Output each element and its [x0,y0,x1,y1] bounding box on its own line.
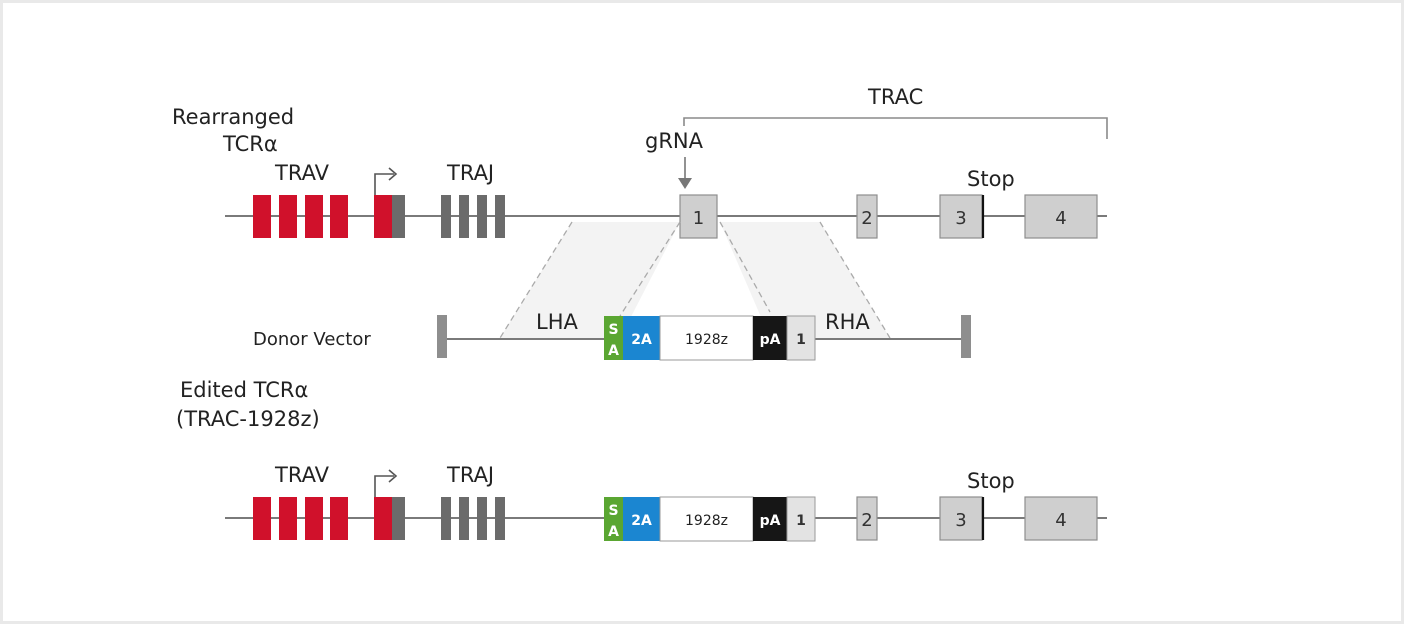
splice-acceptor [604,316,623,360]
edited-traj-label: TRAJ [446,463,494,487]
traj-segment [477,195,487,238]
rearranged-trac-exon-2: 2 [856,194,878,239]
trav-segment [330,497,348,540]
donor-cassette: S A 2A 1928z pA 1 [604,315,816,361]
traj-segment [441,195,451,238]
traj-segment [441,497,451,540]
sa-label-bottom: A [608,343,619,359]
rearranged-traj-label: TRAJ [446,161,494,185]
lha-projection [500,222,680,338]
edited-traj-segments [441,497,505,540]
edited-row: Edited TCRα (TRAC-1928z) TRAV TRAJ S A [176,378,1107,542]
rearranged-trac-exon-1: 1 [679,194,718,239]
donor-vector-title: Donor Vector [253,329,371,350]
rearranged-title-line1: Rearranged [172,105,294,129]
edited-exon1-remnant [786,496,816,542]
rearranged-stop-label: Stop [967,167,1015,191]
car-1928z-element [659,496,754,542]
edited-title-line1: Edited TCRα [180,378,308,402]
exon-number: 3 [955,510,966,531]
traj-segment [495,497,505,540]
edited-trav-segments [253,497,405,540]
traj-segment [459,195,469,238]
donor-left-end-cap [437,315,447,358]
exon-number: 3 [955,208,966,229]
rearranged-title-line2: TCRα [222,132,278,156]
rearranged-row: Rearranged TCRα TRAV TRAJ TRAC gRNA [172,85,1108,239]
p2a-element [623,497,660,541]
splice-acceptor [604,497,623,541]
rearranged-traj-segments [441,195,505,238]
donor-exon1-remnant [786,315,816,361]
trav-segment [253,195,271,238]
polya-element [753,497,787,541]
trav-segment [279,497,297,540]
trac-bracket [683,117,1108,139]
rearranged-trac-exon-4: 4 [1024,194,1098,239]
promoter-arrow-icon [374,167,398,195]
trav-segment [305,195,323,238]
p2a-label: 2A [631,513,652,529]
exon-number: 1 [693,208,704,229]
donor-exon1-label: 1 [796,332,806,348]
edited-exon1-label: 1 [796,513,806,529]
grna-arrow-icon [678,157,692,189]
edited-trac-exon-4: 4 [1024,496,1098,541]
exon-number: 4 [1055,510,1066,531]
polya-label: pA [760,513,781,529]
edited-vj-trav [374,497,392,540]
edited-stop-label: Stop [967,469,1015,493]
lha-label: LHA [536,310,578,334]
rearranged-vj-trav [374,195,392,238]
trac-label: TRAC [867,85,923,109]
grna-label: gRNA [645,129,704,153]
traj-segment [477,497,487,540]
car-1928z-element [659,315,754,361]
traj-segment [495,195,505,238]
rearranged-trav-segments [253,195,405,238]
polya-element [753,316,787,360]
sa-label-top: S [608,503,618,519]
edited-trac-exon-3: 3 [939,496,983,541]
sa-label-bottom: A [608,524,619,540]
trav-segment [330,195,348,238]
edited-trav-label: TRAV [274,463,330,487]
rha-label: RHA [825,310,870,334]
polya-label: pA [760,332,781,348]
rearranged-vj-traj [392,195,405,238]
p2a-element [623,316,660,360]
donor-right-end-cap [961,315,971,358]
exon-number: 4 [1055,208,1066,229]
donor-row: Donor Vector LHA RHA S A 2A 1928z pA 1 [253,310,971,361]
trav-segment [253,497,271,540]
exon-number: 2 [861,208,872,229]
rearranged-trac-exon-3: 3 [939,194,983,239]
trav-segment [305,497,323,540]
rearranged-trav-label: TRAV [274,161,330,185]
edited-trac-exon-2: 2 [856,496,878,541]
homology-arm-projections [499,221,891,339]
car-label: 1928z [685,332,728,348]
promoter-arrow-icon [374,469,398,497]
exon-number: 2 [861,510,872,531]
edited-title-line2: (TRAC-1928z) [176,407,320,431]
trav-segment [279,195,297,238]
edited-vj-traj [392,497,405,540]
rha-projection [720,222,890,338]
p2a-label: 2A [631,332,652,348]
car-label: 1928z [685,513,728,529]
edited-cassette: S A 2A 1928z pA 1 [604,496,816,542]
traj-segment [459,497,469,540]
sa-label-top: S [608,322,618,338]
